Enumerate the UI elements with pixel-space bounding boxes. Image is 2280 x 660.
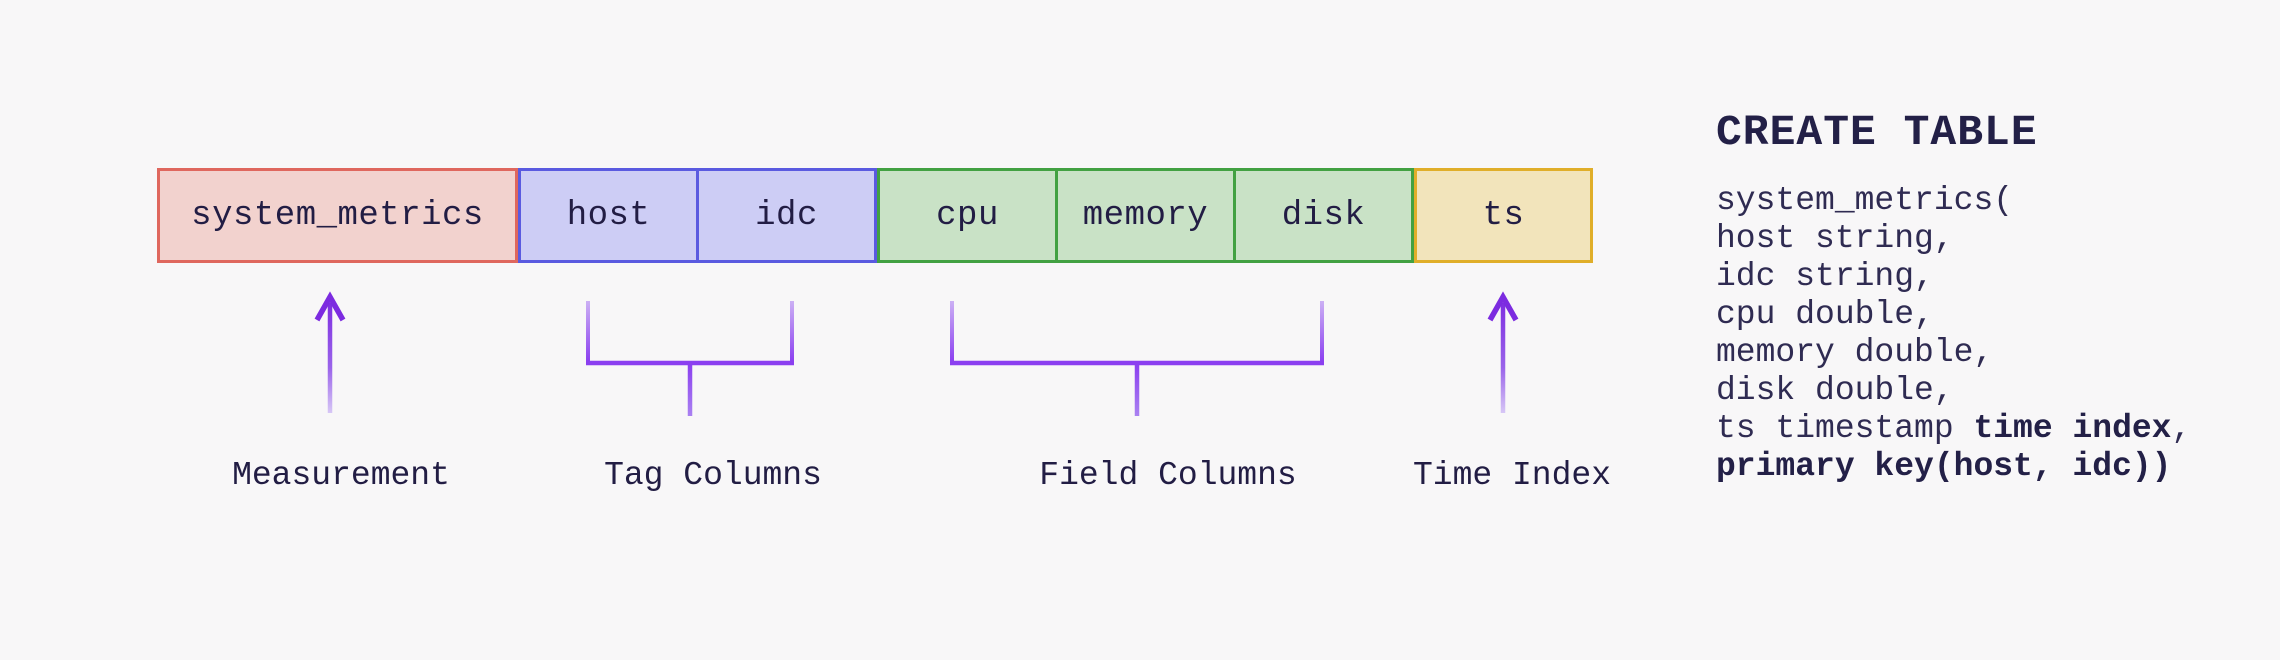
sql-code: system_metrics( host string, idc string,…	[1716, 182, 2191, 486]
label-time-index: Time Index	[1412, 457, 1612, 494]
label-measurement: Measurement	[232, 457, 450, 494]
tag-columns-bracket	[586, 301, 794, 416]
box-measurement-system-metrics: system_metrics	[157, 168, 518, 263]
box-label: host	[566, 196, 651, 235]
sql-line: ts timestamp time index,	[1716, 410, 2192, 447]
sql-line: host string,	[1716, 220, 1954, 257]
box-label: disk	[1281, 196, 1366, 235]
box-label: idc	[755, 196, 818, 235]
sql-line: disk double,	[1716, 372, 1954, 409]
field-columns-bracket	[950, 301, 1324, 416]
sql-line: memory double,	[1716, 334, 1994, 371]
box-label: system_metrics	[191, 196, 484, 235]
box-label: memory	[1082, 196, 1209, 235]
box-field-memory: memory	[1055, 168, 1236, 263]
sql-heading: CREATE TABLE	[1716, 108, 2038, 157]
box-field-disk: disk	[1233, 168, 1414, 263]
box-tag-host: host	[518, 168, 699, 263]
box-tag-idc: idc	[696, 168, 877, 263]
sql-line: cpu double,	[1716, 296, 1934, 333]
box-field-cpu: cpu	[877, 168, 1058, 263]
sql-line: primary key(host, idc))	[1716, 448, 2172, 485]
box-label: cpu	[936, 196, 999, 235]
time-index-arrow	[1487, 291, 1519, 413]
label-field-columns: Field Columns	[1039, 457, 1297, 494]
sql-line: system_metrics(	[1716, 182, 2014, 219]
measurement-arrow	[314, 291, 346, 413]
box-label: ts	[1482, 196, 1525, 235]
label-tag-columns: Tag Columns	[604, 457, 822, 494]
box-time-index-ts: ts	[1414, 168, 1593, 263]
sql-line: idc string,	[1716, 258, 1934, 295]
